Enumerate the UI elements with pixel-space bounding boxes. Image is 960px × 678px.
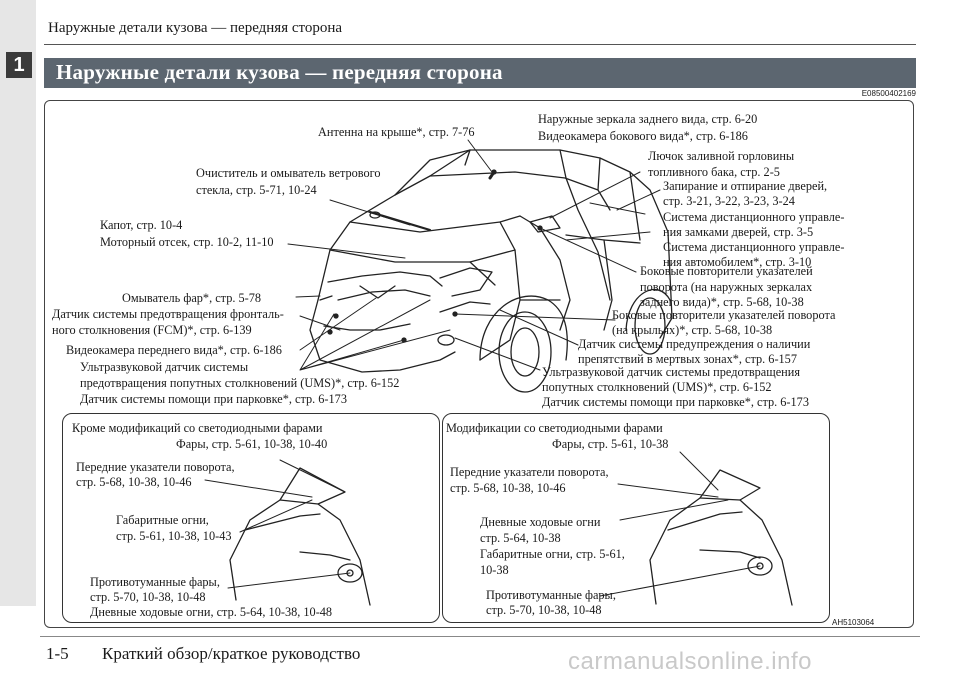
callout-fender-repeaters-line1: Боковые повторители указателей поворота xyxy=(612,308,836,322)
panel-non-led-position-line2: стр. 5-61, 10-38, 10-43 xyxy=(116,529,232,543)
header-rule xyxy=(44,44,916,45)
panel-led-drl-line1: Дневные ходовые огни xyxy=(480,515,601,529)
panel-non-led-turn-line2: стр. 5-68, 10-38, 10-46 xyxy=(76,475,192,489)
section-title-band: Наружные детали кузова — передняя сторон… xyxy=(44,58,916,88)
callout-locks-line6: ния автомобилем*, стр. 3-10 xyxy=(663,255,812,269)
callout-locks-line2: стр. 3-21, 3-22, 3-23, 3-24 xyxy=(663,194,795,208)
callout-locks-line4: ния замками дверей, стр. 3-5 xyxy=(663,225,814,239)
panel-led-position-line1: Габаритные огни, стр. 5-61, xyxy=(480,547,625,561)
panel-non-led-drl: Дневные ходовые огни, стр. 5-64, 10-38, … xyxy=(90,605,333,619)
callout-ums-left-line2: предотвращения попутных столкновений (UM… xyxy=(80,376,400,390)
callout-locks-line1: Запирание и отпирание дверей, xyxy=(663,179,828,193)
panel-led-position-line2: 10-38 xyxy=(480,563,509,577)
callout-mirror-repeaters-line2: поворота (на наружных зеркалах xyxy=(640,280,813,294)
panel-led xyxy=(442,413,830,623)
callout-ums-right-line2: попутных столкновений (UMS)*, стр. 6-152 xyxy=(542,380,772,394)
callout-locks-line5: Система дистанционного управле- xyxy=(663,240,845,254)
callout-mirror-repeaters-line1: Боковые повторители указателей xyxy=(640,264,813,278)
section-title: Наружные детали кузова — передняя сторон… xyxy=(56,60,503,84)
car-mirror xyxy=(529,215,561,233)
panel-led-drl-line2: стр. 5-64, 10-38 xyxy=(480,531,561,545)
panel-non-led-heading: Кроме модификаций со светодиодными фарам… xyxy=(72,421,323,435)
callout-fuel-lid-line1: Лючок заливной горловины xyxy=(648,149,795,163)
callout-hood: Капот, стр. 10-4 xyxy=(100,218,183,232)
footer-rule xyxy=(40,636,920,637)
callout-roof-antenna: Антенна на крыше*, стр. 7-76 xyxy=(318,125,475,139)
callout-wiper-line1: Очиститель и омыватель ветрового xyxy=(196,166,381,180)
callout-engine-bay: Моторный отсек, стр. 10-2, 11-10 xyxy=(100,235,274,249)
callout-ums-right-line1: Ультразвуковой датчик системы предотвращ… xyxy=(542,365,800,379)
panel-non-led-position-line1: Габаритные огни, xyxy=(116,513,209,527)
left-panel-art xyxy=(204,459,371,606)
callout-outside-mirrors: Наружные зеркала заднего вида, стр. 6-20 xyxy=(538,112,758,126)
callout-parking-right: Датчик системы помощи при парковке*, стр… xyxy=(542,395,809,409)
page-number: 1-5 xyxy=(46,644,69,663)
right-panel-art xyxy=(599,451,793,606)
callout-leaders xyxy=(287,139,661,371)
callout-fcm-line1: Датчик системы предотвращения фронталь- xyxy=(52,307,284,321)
running-header: Наружные детали кузова — передняя сторон… xyxy=(48,20,343,36)
panel-non-led-fog-line2: стр. 5-70, 10-38, 10-48 xyxy=(90,590,206,604)
car-wiper xyxy=(368,210,432,232)
panel-led-headlamps: Фары, стр. 5-61, 10-38 xyxy=(552,437,669,451)
callout-headlamp-washer: Омыватель фар*, стр. 5-78 xyxy=(122,291,262,305)
callout-ums-left-line1: Ультразвуковой датчик системы xyxy=(80,360,249,374)
callout-parking-left: Датчик системы помощи при парковке*, стр… xyxy=(80,392,347,406)
section-code: E08500402169 xyxy=(861,89,916,98)
panel-led-turn-line2: стр. 5-68, 10-38, 10-46 xyxy=(450,481,566,495)
car-front-details xyxy=(319,267,493,346)
panel-non-led-turn-line1: Передние указатели поворота, xyxy=(76,460,235,474)
chapter-side-bar xyxy=(0,0,36,606)
panel-non-led-fog-line1: Противотуманные фары, xyxy=(90,575,220,589)
panel-led-fog-line1: Противотуманные фары, xyxy=(486,588,616,602)
callout-front-camera: Видеокамера переднего вида*, стр. 6-186 xyxy=(66,343,282,357)
panel-non-led xyxy=(62,413,440,623)
callout-locks-line3: Система дистанционного управле- xyxy=(663,210,845,224)
callout-wiper-line2: стекла, стр. 5-71, 10-24 xyxy=(196,183,317,197)
panel-non-led-headlamps: Фары, стр. 5-61, 10-38, 10-40 xyxy=(176,437,328,451)
callout-fcm-line2: ного столкновения (FCM)*, стр. 6-139 xyxy=(52,323,252,337)
sensor-dots xyxy=(327,169,543,343)
panel-led-heading: Модификации со светодиодными фарами xyxy=(446,421,663,435)
car-outline xyxy=(309,149,673,393)
callout-side-camera: Видеокамера бокового вида*, стр. 6-186 xyxy=(538,129,748,143)
footer-title: Краткий обзор/краткое руководство xyxy=(102,644,361,663)
panel-led-fog-line2: стр. 5-70, 10-38, 10-48 xyxy=(486,603,602,617)
chapter-number-tab[interactable]: 1 xyxy=(6,52,32,78)
callout-blind-spot-line1: Датчик системы предупреждения о наличии xyxy=(578,337,811,351)
panel-led-turn-line1: Передние указатели поворота, xyxy=(450,465,609,479)
illustration-code: AH5103064 xyxy=(832,618,875,627)
illustration-frame xyxy=(44,100,914,628)
watermark[interactable]: carmanualsonline.info xyxy=(568,648,812,675)
callout-blind-spot-line2: препятствий в мертвых зонах*, стр. 6-157 xyxy=(578,352,797,366)
callout-fuel-lid-line2: топливного бака, стр. 2-5 xyxy=(648,165,780,179)
callout-mirror-repeaters-line3: заднего вида)*, стр. 5-68, 10-38 xyxy=(640,295,804,309)
callout-fender-repeaters-line2: (на крыльях)*, стр. 5-68, 10-38 xyxy=(612,323,773,337)
